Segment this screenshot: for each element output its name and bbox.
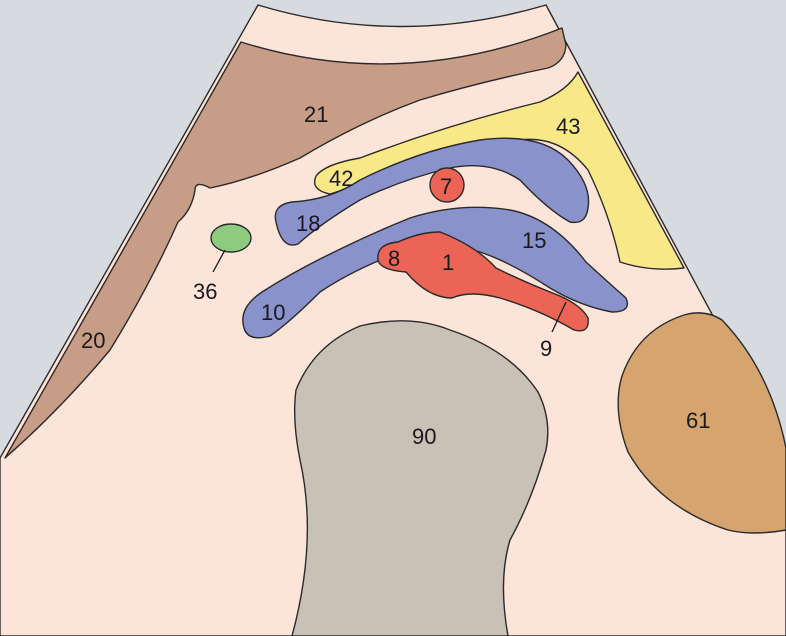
lymph-node-36 (211, 224, 251, 252)
label-36: 36 (193, 279, 217, 304)
label-21: 21 (304, 102, 328, 127)
label-90: 90 (412, 424, 436, 449)
label-9: 9 (540, 336, 552, 361)
label-10: 10 (261, 300, 285, 325)
label-15: 15 (522, 228, 546, 253)
label-42: 42 (329, 166, 353, 191)
label-61: 61 (686, 408, 710, 433)
label-8: 8 (388, 246, 400, 271)
label-18: 18 (296, 211, 320, 236)
label-7: 7 (440, 174, 452, 199)
label-1: 1 (442, 250, 454, 275)
label-20: 20 (81, 328, 105, 353)
label-43: 43 (556, 114, 580, 139)
